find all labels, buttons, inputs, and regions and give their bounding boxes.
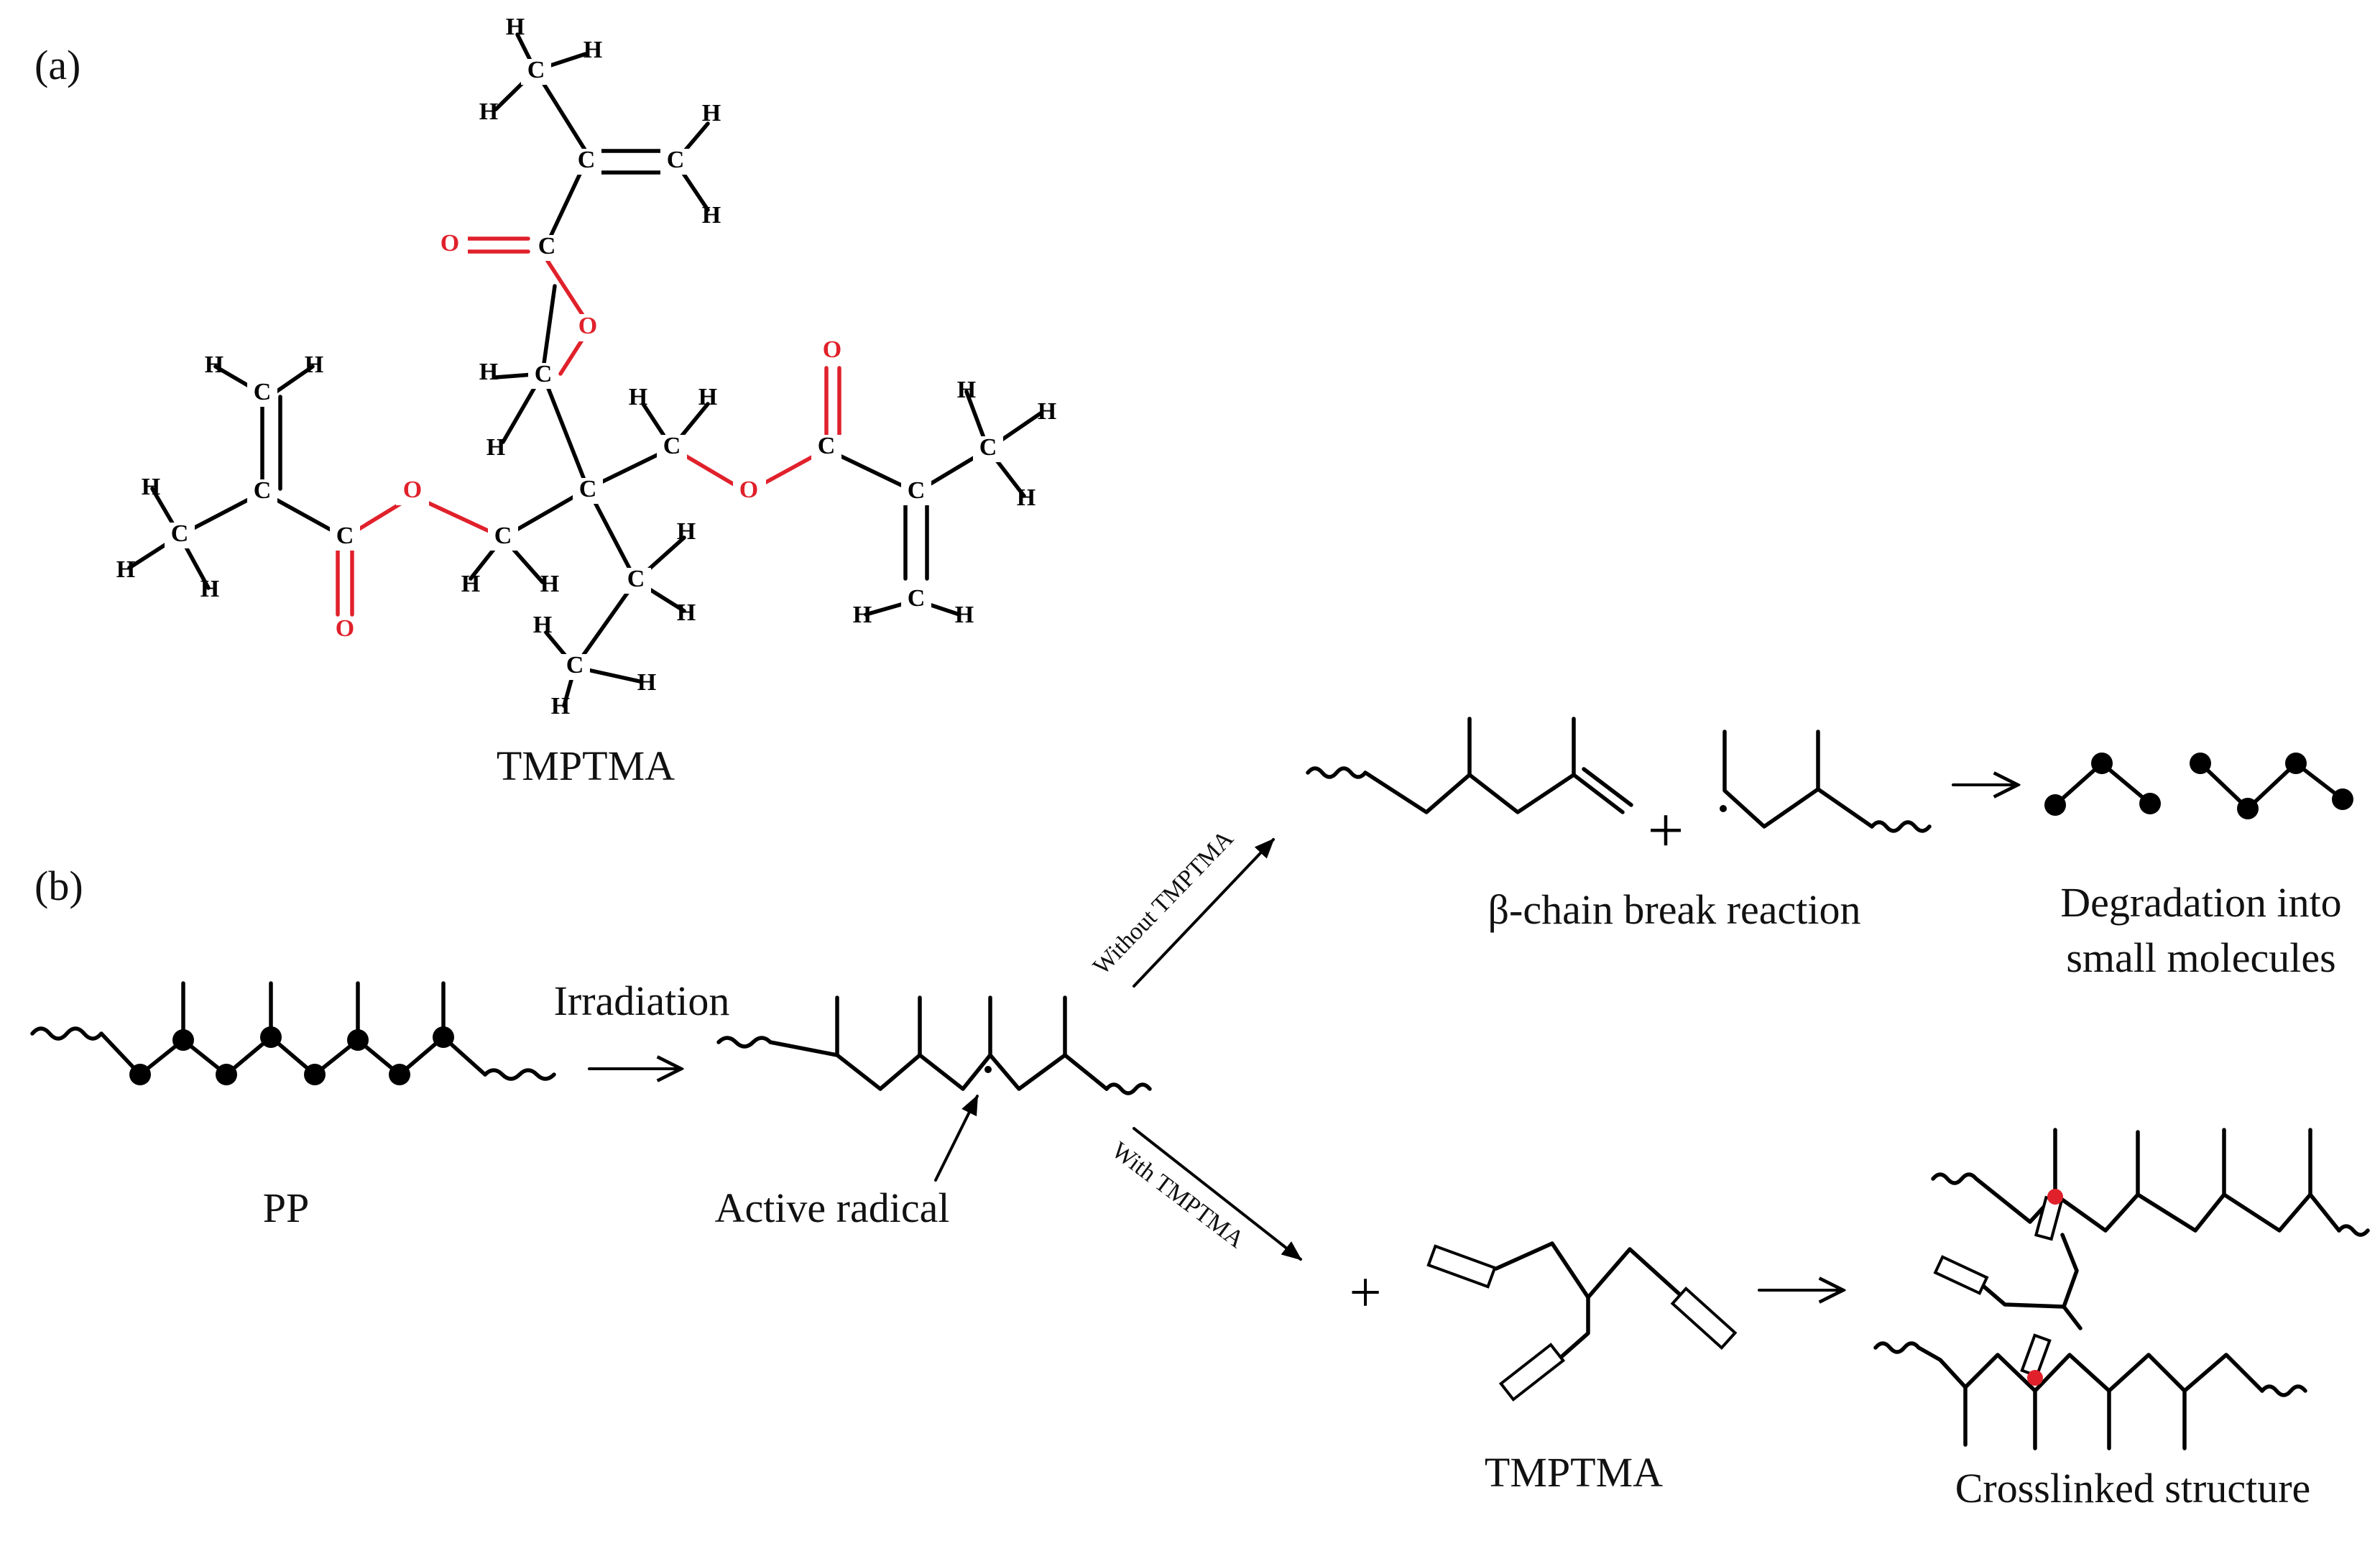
hydrogen-atom: H: [957, 377, 976, 403]
carbon-atom: C: [494, 523, 512, 549]
hydrogen-atom: H: [479, 359, 498, 385]
irradiation-label: Irradiation: [554, 978, 730, 1024]
carbon-atom: C: [527, 57, 545, 83]
hydrogen-atom: H: [629, 384, 647, 410]
radical-pointer-arrow: [934, 1094, 979, 1182]
pp-chain: [30, 981, 556, 1085]
oxygen-atom: O: [823, 336, 841, 363]
carbon-atom: C: [667, 147, 685, 173]
with-tmptma-label: With TMPTMA: [1107, 1137, 1249, 1254]
carbon-atom: C: [908, 477, 926, 504]
oxygen-atom: O: [403, 477, 422, 503]
hydrogen-atom: H: [702, 202, 721, 229]
radical-dot: [1720, 805, 1727, 812]
pp-label: PP: [263, 1184, 310, 1231]
radical-dot: [984, 1066, 992, 1073]
beta-chain-label: β-chain break reaction: [1488, 886, 1861, 933]
plus-sign-bottom: +: [1349, 1261, 1381, 1325]
hydrogen-atom: H: [506, 14, 525, 40]
carbon-atom: C: [818, 433, 836, 459]
oxygen-atom: O: [739, 477, 758, 503]
hydrogen-atom: H: [1038, 398, 1056, 425]
degradation-label-line1: Degradation into: [2060, 879, 2341, 926]
carbon-atom: C: [578, 147, 596, 173]
hydrogen-atom: H: [205, 351, 223, 378]
carbon-atom: C: [538, 233, 556, 259]
hydrogen-atom: H: [551, 693, 570, 719]
hydrogen-atom: H: [677, 599, 696, 626]
carbon-atom: C: [579, 476, 597, 502]
hydrogen-atom: H: [1017, 484, 1036, 511]
hydrogen-atom: H: [533, 612, 552, 638]
carbon-atom: C: [663, 433, 681, 459]
tmptma-structure: C C C C C C C C C C C C C C C C C C H H …: [116, 14, 1056, 719]
hydrogen-atom: H: [486, 434, 505, 461]
hydrogen-atom: H: [540, 571, 559, 597]
hydrogen-atom: H: [200, 576, 219, 602]
beta-scission-products: [1306, 717, 1932, 833]
carbon-atom: C: [627, 566, 645, 592]
tmptma-schematic: [1426, 1241, 1738, 1402]
carbon-atom: C: [566, 652, 584, 678]
hydrogen-atom: H: [677, 518, 696, 545]
without-tmptma-arrow: [1133, 838, 1275, 988]
radical-chain: [716, 995, 1152, 1095]
hydrogen-atom: H: [584, 37, 602, 63]
hydrogen-atom: H: [853, 602, 872, 628]
hydrogen-atom: H: [305, 351, 323, 378]
hydrogen-atom: H: [955, 602, 974, 628]
carbon-atom: C: [535, 361, 553, 387]
plus-sign-top: +: [1648, 795, 1684, 866]
crosslink-site: [2047, 1189, 2063, 1205]
carbon-atom: C: [336, 523, 354, 549]
oxygen-atom: O: [578, 313, 597, 339]
active-radical-label: Active radical: [715, 1184, 950, 1231]
small-molecules: [2044, 753, 2353, 819]
tmptma-label: TMPTMA: [1485, 1449, 1663, 1496]
degradation-label-line2: small molecules: [2066, 934, 2335, 981]
oxygen-atom: O: [336, 615, 354, 642]
carbon-atom: C: [254, 379, 272, 405]
panel-a-label: (a): [34, 42, 80, 88]
hydrogen-atom: H: [637, 669, 656, 696]
carbon-atom: C: [908, 585, 926, 612]
with-tmptma-arrow: [1133, 1127, 1302, 1261]
hydrogen-atom: H: [116, 556, 135, 583]
carbon-atom: C: [979, 434, 997, 461]
panel-b-label: (b): [34, 862, 83, 909]
hydrogen-atom: H: [702, 100, 721, 126]
oxygen-atom: O: [441, 230, 459, 257]
molecule-name: TMPTMA: [497, 742, 675, 789]
hydrogen-atom: H: [479, 98, 498, 125]
hydrogen-atom: H: [142, 474, 160, 500]
carbon-atom: C: [254, 477, 272, 504]
carbon-atom: C: [171, 520, 189, 547]
crosslinked-network: [1873, 1128, 2370, 1450]
crosslinked-label: Crosslinked structure: [1955, 1465, 2311, 1512]
hydrogen-atom: H: [461, 571, 480, 597]
hydrogen-atom: H: [698, 384, 717, 410]
crosslink-site: [2027, 1370, 2043, 1386]
